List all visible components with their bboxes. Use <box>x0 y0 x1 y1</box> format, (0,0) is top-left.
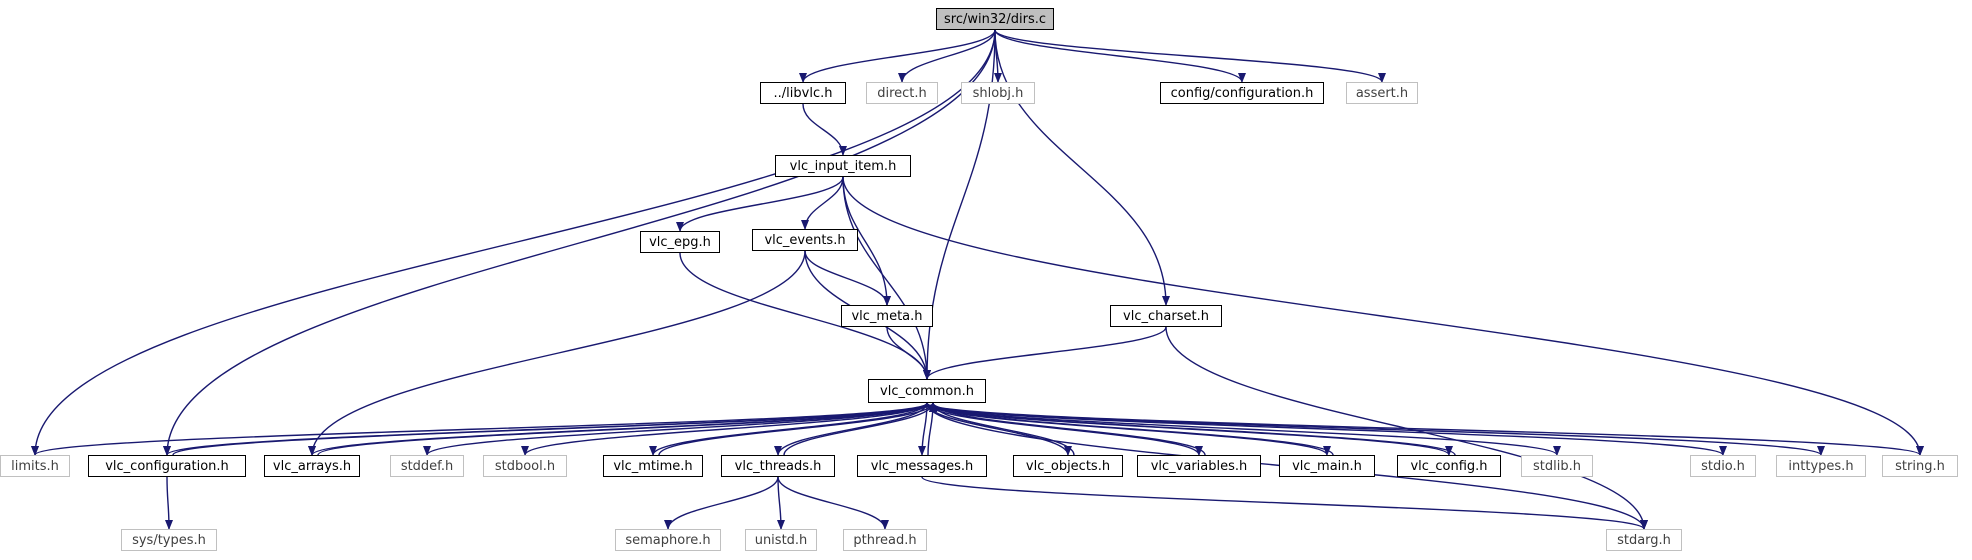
edge-vlc_threads-to-pthread <box>777 476 889 530</box>
node-sys-types-h[interactable]: sys/types.h <box>121 529 217 551</box>
node-shlobj-h[interactable]: shlobj.h <box>961 82 1035 104</box>
node-direct-h[interactable]: direct.h <box>866 82 938 104</box>
edge-vlc_input_item-to-vlc_events <box>801 176 844 230</box>
node-string-h[interactable]: string.h <box>1882 455 1958 477</box>
edge-vlc_common-to-stdio <box>926 402 1727 456</box>
node-vlc-configuration-h[interactable]: vlc_configuration.h <box>88 455 246 477</box>
edge-vlc_common-to-limits <box>31 402 928 456</box>
edge-vlc_config-to-vlc_common <box>929 402 1456 456</box>
node-assert-h[interactable]: assert.h <box>1346 82 1418 104</box>
edge-vlc_meta-to-vlc_common <box>886 326 931 380</box>
edge-vlc_objects-to-vlc_common <box>929 402 1075 456</box>
edge-vlc_messages-to-stdarg <box>921 476 1648 530</box>
edge-root-to-limits <box>31 29 996 456</box>
node-vlc-objects-h[interactable]: vlc_objects.h <box>1013 455 1123 477</box>
edge-vlc_messages-to-vlc_common <box>927 402 937 456</box>
node-vlc-threads-h[interactable]: vlc_threads.h <box>721 455 835 477</box>
node-semaphore-h[interactable]: semaphore.h <box>615 529 721 551</box>
edge-vlc_input_item-to-vlc_common <box>842 176 931 380</box>
node-unistd-h[interactable]: unistd.h <box>745 529 817 551</box>
node-vlc-epg-h[interactable]: vlc_epg.h <box>640 231 720 253</box>
node-stddef-h[interactable]: stddef.h <box>390 455 464 477</box>
node-stdlib-h[interactable]: stdlib.h <box>1521 455 1593 477</box>
edge-vlc_configuration-to-sys_types <box>164 476 173 530</box>
edge-vlc_main-to-vlc_common <box>929 402 1334 456</box>
node-vlc-charset-h[interactable]: vlc_charset.h <box>1110 305 1222 327</box>
edge-root-to-direct <box>898 29 996 83</box>
node-vlc-variables-h[interactable]: vlc_variables.h <box>1137 455 1261 477</box>
edge-root-to-libvlc <box>799 29 996 83</box>
node-libvlc-h[interactable]: ../libvlc.h <box>760 82 846 104</box>
node-vlc-common-h[interactable]: vlc_common.h <box>868 379 986 403</box>
edge-vlc_threads-to-unistd <box>776 476 785 530</box>
node-config-configuration-h[interactable]: config/configuration.h <box>1160 82 1324 104</box>
edge-vlc_input_item-to-string <box>842 176 1924 456</box>
edge-vlc_common-to-string <box>926 402 1924 456</box>
edge-vlc_input_item-to-vlc_epg <box>676 176 844 232</box>
node-vlc-config-h[interactable]: vlc_config.h <box>1397 455 1501 477</box>
node-vlc-events-h[interactable]: vlc_events.h <box>752 229 858 251</box>
edge-root-to-vlc_configuration <box>163 29 996 456</box>
edge-vlc_threads-to-semaphore <box>664 476 779 530</box>
node-stdarg-h[interactable]: stdarg.h <box>1606 529 1682 551</box>
edge-layer <box>31 29 1924 530</box>
node-dirs-c[interactable]: src/win32/dirs.c <box>936 8 1054 30</box>
node-vlc-input-item-h[interactable]: vlc_input_item.h <box>775 155 911 177</box>
edge-libvlc-to-vlc_input_item <box>802 103 847 156</box>
node-vlc-meta-h[interactable]: vlc_meta.h <box>841 305 933 327</box>
node-limits-h[interactable]: limits.h <box>0 455 70 477</box>
edge-vlc_mtime-to-vlc_common <box>658 402 937 456</box>
edge-vlc_charset-to-vlc_common <box>923 326 1167 380</box>
edge-vlc_common-to-stdbool <box>521 402 928 456</box>
node-pthread-h[interactable]: pthread.h <box>843 529 927 551</box>
node-vlc-arrays-h[interactable]: vlc_arrays.h <box>264 455 360 477</box>
edge-root-to-assert <box>994 29 1386 83</box>
node-vlc-mtime-h[interactable]: vlc_mtime.h <box>603 455 703 477</box>
node-stdio-h[interactable]: stdio.h <box>1690 455 1756 477</box>
edge-vlc_common-to-stdlib <box>926 402 1561 456</box>
edge-root-to-vlc_charset <box>994 29 1170 306</box>
edge-vlc_threads-to-vlc_common <box>783 402 937 456</box>
edge-vlc_variables-to-vlc_common <box>929 402 1206 456</box>
edge-root-to-config_configuration <box>994 29 1246 83</box>
node-inttypes-h[interactable]: inttypes.h <box>1776 455 1866 477</box>
edge-vlc_configuration-to-vlc_common <box>172 402 937 456</box>
node-vlc-main-h[interactable]: vlc_main.h <box>1279 455 1375 477</box>
node-vlc-messages-h[interactable]: vlc_messages.h <box>857 455 987 477</box>
edge-vlc_arrays-to-vlc_common <box>317 402 937 456</box>
edge-vlc_events-to-vlc_meta <box>804 250 891 306</box>
edge-vlc_events-to-vlc_arrays <box>308 250 806 456</box>
node-stdbool-h[interactable]: stdbool.h <box>483 455 567 477</box>
